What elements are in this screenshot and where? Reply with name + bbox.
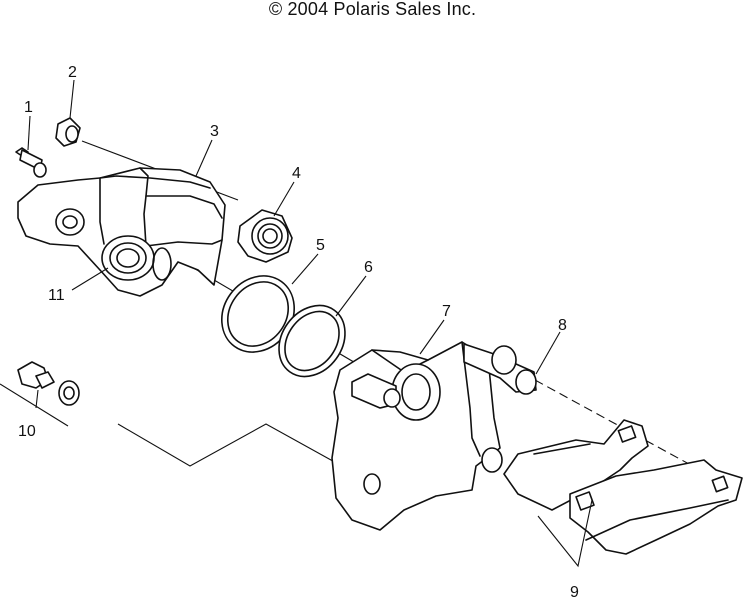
part-7-mounting-bracket — [331, 341, 503, 531]
callout-11: 11 — [48, 287, 65, 304]
part-9-brake-pads — [503, 419, 743, 555]
part-4-piston-boot — [237, 209, 293, 263]
callout-5: 5 — [316, 237, 325, 254]
part-1-bleeder-screw — [15, 147, 47, 178]
callout-10: 10 — [18, 423, 36, 440]
callout-6: 6 — [364, 259, 373, 276]
part-2-bleeder-cap — [55, 117, 81, 147]
part-5-piston-seal — [221, 275, 295, 353]
callout-8: 8 — [558, 317, 567, 334]
callout-4: 4 — [292, 165, 301, 182]
part-6-dust-seal — [278, 304, 346, 378]
part-8-slide-pin — [463, 343, 537, 395]
callout-1: 1 — [24, 99, 33, 116]
part-10-bolt-washer — [17, 361, 80, 406]
callout-7: 7 — [442, 303, 451, 320]
callout-2: 2 — [68, 64, 77, 81]
callout-9: 9 — [570, 584, 579, 600]
callout-3: 3 — [210, 123, 219, 140]
copyright-notice: © 2004 Polaris Sales Inc. — [268, 0, 477, 19]
part-3-caliper-body — [17, 167, 226, 297]
callout-leaders — [27, 79, 593, 568]
callout-labels: 1 2 3 4 5 6 7 8 9 10 11 — [18, 64, 579, 600]
